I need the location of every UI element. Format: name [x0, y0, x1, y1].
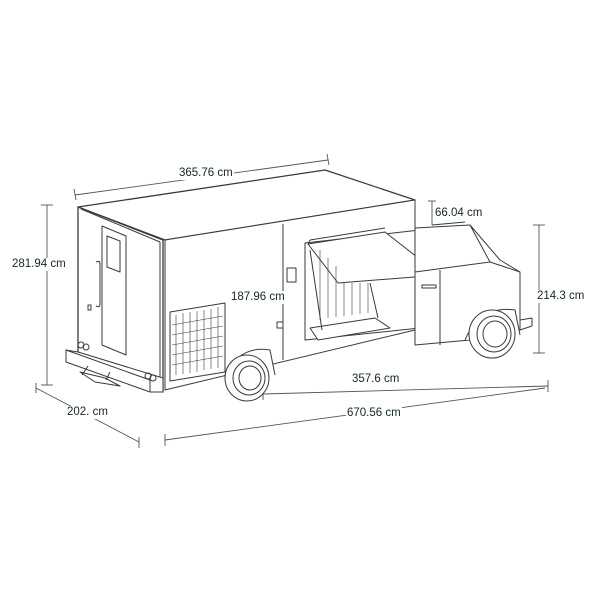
dimension-window-height: 187.96 cm [230, 291, 286, 304]
rear-wheel [224, 348, 276, 402]
dimension-total-length: 670.56 cm [346, 407, 402, 420]
dimension-cab-offset: 66.04 cm [434, 207, 484, 220]
dimension-total-height: 281.94 cm [11, 258, 67, 271]
dimension-wheelbase: 357.6 cm [351, 373, 401, 386]
dimension-width: 202. cm [66, 406, 109, 419]
front-wheel [464, 308, 521, 359]
box-body [65, 169, 441, 393]
dimension-cab-height: 214.3 cm [536, 290, 586, 303]
dimension-top-length: 365.76 cm [178, 167, 234, 180]
